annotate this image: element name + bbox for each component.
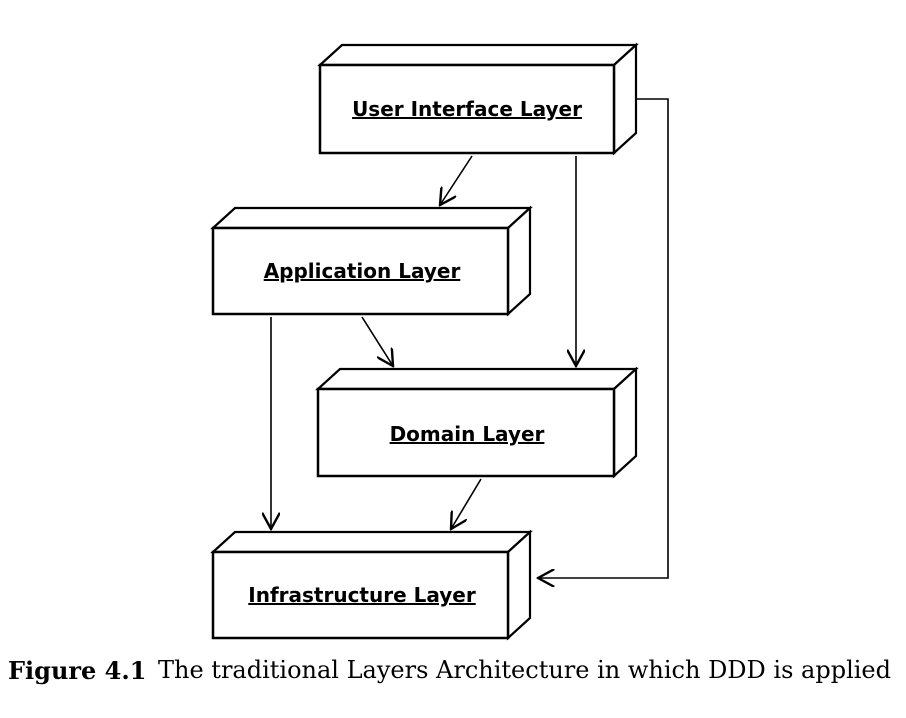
application-layer-node: Application Layer bbox=[210, 205, 533, 317]
figure-number: Figure 4.1 bbox=[8, 656, 147, 685]
figure-caption-text: The traditional Layers Architecture in w… bbox=[158, 656, 891, 684]
ui-layer-node: User Interface Layer bbox=[317, 42, 639, 156]
application-layer-label: Application Layer bbox=[264, 259, 461, 283]
arrow-ui-to-application bbox=[440, 155, 473, 205]
arrow-domain-to-infrastructure bbox=[451, 478, 482, 529]
domain-layer-label: Domain Layer bbox=[390, 422, 545, 446]
domain-layer-node: Domain Layer bbox=[315, 366, 639, 479]
infrastructure-layer-node: Infrastructure Layer bbox=[210, 529, 533, 641]
ui-layer-label: User Interface Layer bbox=[352, 97, 582, 121]
arrow-application-to-domain bbox=[361, 316, 393, 366]
infrastructure-layer-label: Infrastructure Layer bbox=[248, 583, 476, 607]
arrow-ui-to-infrastructure bbox=[538, 98, 669, 578]
